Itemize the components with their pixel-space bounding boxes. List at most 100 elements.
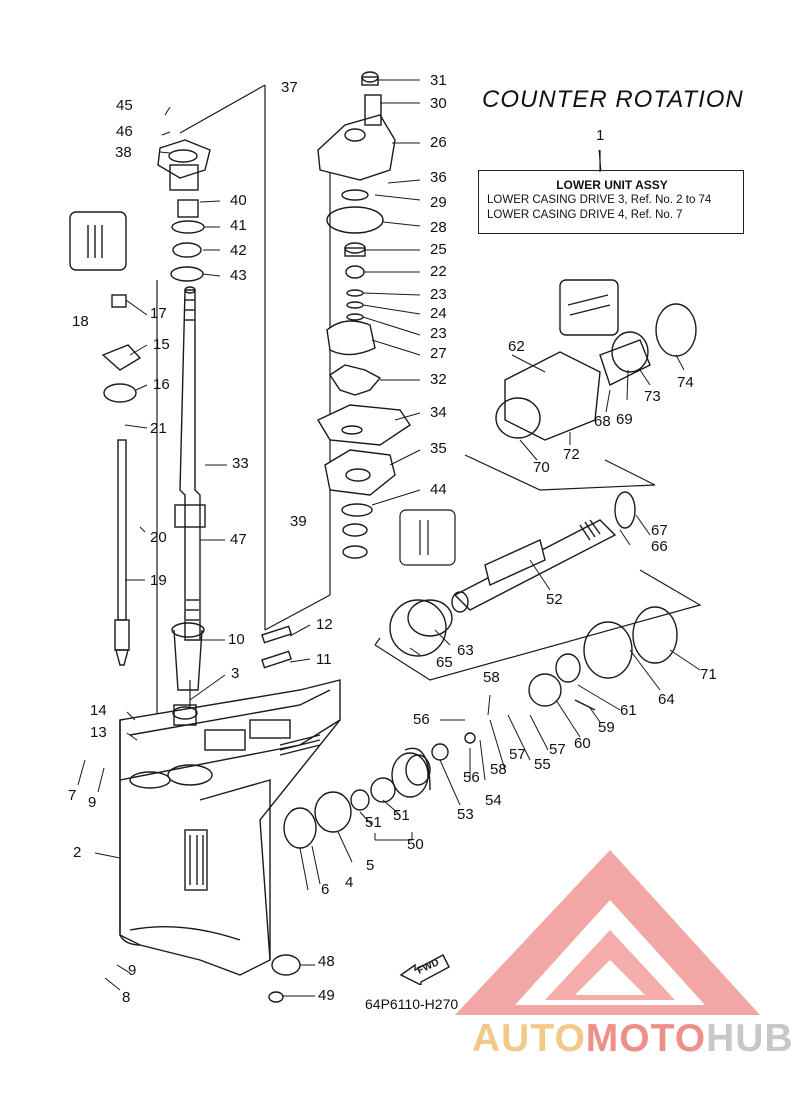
part-callout-4: 4 — [345, 874, 354, 891]
right-parts — [171, 279, 697, 1003]
part-callout-56: 56 — [413, 711, 430, 728]
part-callout-31: 31 — [430, 72, 447, 89]
fwd-arrow-icon: FWD — [399, 954, 450, 987]
part-callout-58: 58 — [490, 761, 507, 778]
assembly-note-box: LOWER UNIT ASSY LOWER CASING DRIVE 3, Re… — [478, 170, 744, 234]
assembly-heading: LOWER UNIT ASSY — [556, 178, 668, 192]
part-callout-23: 23 — [430, 286, 447, 303]
part-callout-62: 62 — [508, 338, 525, 355]
part-callout-9: 9 — [88, 794, 97, 811]
part-callout-3: 3 — [231, 665, 240, 682]
part-callout-15: 15 — [153, 336, 170, 353]
part-callout-30: 30 — [430, 95, 447, 112]
part-callout-50: 50 — [407, 836, 424, 853]
part-callout-33: 33 — [232, 455, 249, 472]
fwd-arrow: FWD — [399, 945, 451, 990]
shift-rod — [114, 439, 130, 666]
part-callout-72: 72 — [563, 446, 580, 463]
part-callout-53: 53 — [457, 806, 474, 823]
part-callout-63: 63 — [457, 642, 474, 659]
part-callout-24: 24 — [430, 305, 447, 322]
part-callout-28: 28 — [430, 219, 447, 236]
part-callout-46: 46 — [116, 123, 133, 140]
water-pump-parts — [317, 71, 411, 559]
part-callout-13: 13 — [90, 724, 107, 741]
part-callout-57: 57 — [549, 741, 566, 758]
part-callout-1: 1 — [596, 127, 605, 144]
part-callout-67: 67 — [651, 522, 668, 539]
leader-lines — [77, 79, 701, 997]
part-callout-2: 2 — [73, 844, 82, 861]
part-callout-48: 48 — [318, 953, 335, 970]
part-callout-38: 38 — [115, 144, 132, 161]
part-callout-20: 20 — [150, 529, 167, 546]
part-callout-73: 73 — [644, 388, 661, 405]
part-callout-6: 6 — [321, 881, 330, 898]
part-callout-26: 26 — [430, 134, 447, 151]
part-callout-8: 8 — [122, 989, 131, 1006]
part-callout-59: 59 — [598, 719, 615, 736]
part-callout-47: 47 — [230, 531, 247, 548]
part-callout-18: 18 — [72, 313, 89, 330]
left-parts — [69, 139, 211, 403]
group-outlines — [374, 454, 702, 681]
part-callout-65: 65 — [436, 654, 453, 671]
part-callout-40: 40 — [230, 192, 247, 209]
part-callout-19: 19 — [150, 572, 167, 589]
part-callout-58: 58 — [483, 669, 500, 686]
part-callout-39: 39 — [290, 513, 307, 530]
part-callout-55: 55 — [534, 756, 551, 773]
watermark-moto: MOTO — [585, 1017, 707, 1060]
part-callout-36: 36 — [430, 169, 447, 186]
diagram-code: 64P6110-H270 — [365, 996, 459, 1012]
part-callout-70: 70 — [533, 459, 550, 476]
part-callout-43: 43 — [230, 267, 247, 284]
part-callout-21: 21 — [150, 420, 167, 437]
part-callout-71: 71 — [700, 666, 717, 683]
part-callout-44: 44 — [430, 481, 447, 498]
part-callout-66: 66 — [651, 538, 668, 555]
part-callout-57: 57 — [509, 746, 526, 763]
part-callout-42: 42 — [230, 242, 247, 259]
part-callout-51: 51 — [393, 807, 410, 824]
part-callout-56: 56 — [463, 769, 480, 786]
lower-casing — [119, 679, 341, 976]
part-callout-9: 9 — [128, 962, 137, 979]
part-callout-7: 7 — [68, 787, 77, 804]
part-callout-34: 34 — [430, 404, 447, 421]
part-callout-35: 35 — [430, 440, 447, 457]
drive-shaft — [174, 286, 206, 641]
part-callout-10: 10 — [228, 631, 245, 648]
part-callout-12: 12 — [316, 616, 333, 633]
part-callout-11: 11 — [316, 651, 332, 668]
watermark-auto: AUTO — [472, 1017, 586, 1060]
part-callout-74: 74 — [677, 374, 694, 391]
watermark-text: AUTOMOTOHUB — [472, 1017, 794, 1061]
part-callout-32: 32 — [430, 371, 447, 388]
part-callout-23: 23 — [430, 325, 447, 342]
part-callout-61: 61 — [620, 702, 637, 719]
watermark-logo — [455, 850, 760, 1015]
part-callout-37: 37 — [281, 79, 298, 96]
part-callout-49: 49 — [318, 987, 335, 1004]
part-callout-54: 54 — [485, 792, 502, 809]
watermark-hub: HUB — [706, 1017, 794, 1060]
part-callout-52: 52 — [546, 591, 563, 608]
part-callout-16: 16 — [153, 376, 170, 393]
part-callout-14: 14 — [90, 702, 107, 719]
part-callout-68: 68 — [594, 413, 611, 430]
propeller-shaft — [451, 519, 617, 613]
diagram-title: COUNTER ROTATION — [482, 86, 744, 113]
part-callout-45: 45 — [116, 97, 133, 114]
part-callout-22: 22 — [430, 263, 447, 280]
part-callout-69: 69 — [616, 411, 633, 428]
assembly-line-1: LOWER CASING DRIVE 3, Ref. No. 2 to 74 — [487, 194, 712, 206]
part-callout-60: 60 — [574, 735, 591, 752]
part-callout-41: 41 — [230, 217, 247, 234]
part-callout-25: 25 — [430, 241, 447, 258]
part-callout-51: 51 — [365, 814, 382, 831]
part-callout-17: 17 — [150, 305, 167, 322]
part-callout-64: 64 — [658, 691, 675, 708]
